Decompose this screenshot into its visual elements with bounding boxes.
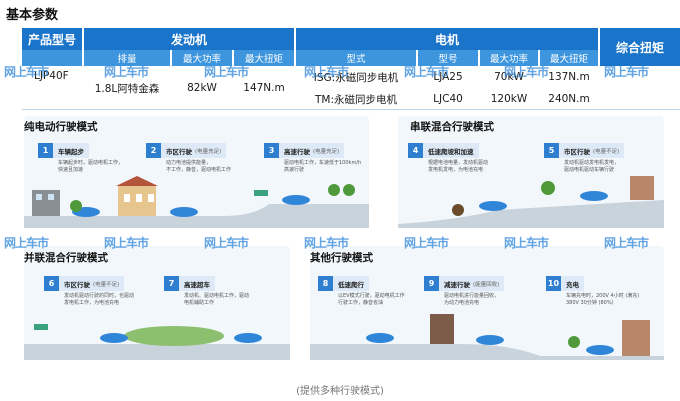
other-scene-illustration <box>310 314 664 360</box>
step-number: 6 <box>44 276 59 291</box>
subheader-motor-torque: 最大扭矩 <box>540 50 598 66</box>
watermark: 网上车市 <box>104 65 149 79</box>
motor-power-tm: 120kW <box>480 88 538 110</box>
step-label: 市区行驶(电量不足) <box>59 276 125 291</box>
watermark: 网上车市 <box>604 65 649 79</box>
step-label: 高速超车 <box>179 276 215 291</box>
other-mode-title: 其他行驶模式 <box>310 252 373 264</box>
watermark: 网上车市 <box>204 65 249 79</box>
combined-torque-value <box>600 66 680 110</box>
watermark: 网上车市 <box>304 65 349 79</box>
parallel-mode-title: 并联混合行驶模式 <box>24 252 108 264</box>
series-scene-illustration <box>398 176 664 228</box>
motor-torque-tm: 240N.m <box>540 88 598 110</box>
step-4-desc: 根据电池电量，发动机驱动发电机发电，为电池充电 <box>428 160 489 173</box>
step-6: 6 市区行驶(电量不足) <box>44 276 125 291</box>
ev-scene-illustration <box>24 176 369 228</box>
step-3: 3 高速行驶(电量充足) <box>264 143 345 158</box>
step-7-desc: 发动机、驱动电机工作，驱动电机辅助工作 <box>184 293 250 306</box>
step-8: 8 低速爬行 <box>318 276 369 291</box>
motor-type-isg: ISG:永磁同步电机 <box>296 66 416 88</box>
model-value: LJP40F <box>22 66 82 86</box>
step-label: 低速爬坡和加速 <box>423 143 479 158</box>
step-label: 高速行驶(电量充足) <box>279 143 345 158</box>
watermark: 网上车市 <box>4 236 49 250</box>
section-title: 基本参数 <box>6 8 59 23</box>
step-5-desc: 发动机驱动发电机发电，驱动电机驱动车辆行驶 <box>564 160 620 173</box>
step-9-desc: 驱动电机进行能量回收，为动力电池充电 <box>444 293 500 306</box>
subheader-motor-power: 最大功率 <box>480 50 538 66</box>
step-number: 7 <box>164 276 179 291</box>
engine-power-value: 82kW <box>172 66 232 110</box>
displacement-value: 1.8L阿特金森 <box>84 66 170 110</box>
step-10: 10 充电 <box>546 276 584 291</box>
subheader-engine-power: 最大功率 <box>172 50 232 66</box>
step-2-desc: 动力电池提供能量，不工作，静音，驱动电机工作 <box>166 160 232 173</box>
motor-torque-isg: 137N.m <box>540 66 598 88</box>
step-label: 市区行驶(电量不足) <box>559 143 625 158</box>
step-number: 10 <box>546 276 561 291</box>
watermark: 网上车市 <box>4 65 49 79</box>
step-label: 低速爬行 <box>333 276 369 291</box>
series-mode-title: 串联混合行驶模式 <box>410 121 494 133</box>
step-1: 1 车辆起步 <box>38 143 89 158</box>
motor-power-isg: 70kW <box>480 66 538 88</box>
subheader-engine-torque: 最大扭矩 <box>234 50 294 66</box>
step-4: 4 低速爬坡和加速 <box>408 143 479 158</box>
step-5: 5 市区行驶(电量不足) <box>544 143 625 158</box>
header-engine: 发动机 <box>84 28 294 50</box>
step-1-desc: 车辆起步时，驱动电机工作，快速且加速 <box>58 160 124 173</box>
engine-torque-value: 147N.m <box>234 66 294 110</box>
step-number: 3 <box>264 143 279 158</box>
parallel-scene-illustration <box>24 324 290 360</box>
step-number: 4 <box>408 143 423 158</box>
watermark: 网上车市 <box>504 65 549 79</box>
step-label: 充电 <box>561 276 584 291</box>
step-2: 2 市区行驶(电量充足) <box>146 143 227 158</box>
step-label: 市区行驶(电量充足) <box>161 143 227 158</box>
step-10-desc: 车辆充电时，200V 4小时 (满充)380V 30分钟 (80%) <box>566 293 640 306</box>
watermark: 网上车市 <box>204 236 249 250</box>
watermark: 网上车市 <box>404 65 449 79</box>
watermark: 网上车市 <box>104 236 149 250</box>
spec-table: 产品型号 发动机 电机 综合扭矩 排量 最大功率 最大扭矩 型式 型号 最大功率… <box>22 28 680 110</box>
header-combined-torque: 综合扭矩 <box>600 28 680 66</box>
subheader-motor-model: 型号 <box>418 50 478 66</box>
subheader-displacement: 排量 <box>84 50 170 66</box>
step-number: 5 <box>544 143 559 158</box>
caption: (提供多种行驶模式) <box>296 386 384 397</box>
step-label: 减速行驶(能量回收) <box>439 276 505 291</box>
watermark: 网上车市 <box>604 236 649 250</box>
table-bottom-border <box>22 109 680 110</box>
motor-type-tm: TM:永磁同步电机 <box>296 88 416 110</box>
subheader-motor-type: 型式 <box>296 50 416 66</box>
watermark: 网上车市 <box>304 236 349 250</box>
motor-model-tm: LJC40 <box>418 88 478 110</box>
motor-model-isg: LJA25 <box>418 66 478 88</box>
step-number: 8 <box>318 276 333 291</box>
subheader-blank <box>22 50 82 66</box>
step-9: 9 减速行驶(能量回收) <box>424 276 505 291</box>
watermark: 网上车市 <box>404 236 449 250</box>
ev-mode-title: 纯电动行驶模式 <box>24 121 98 133</box>
step-number: 9 <box>424 276 439 291</box>
step-7: 7 高速超车 <box>164 276 215 291</box>
header-motor: 电机 <box>296 28 598 50</box>
step-8-desc: 以EV模式行驶，驱动电机工作行驶工作，静音省油 <box>338 293 405 306</box>
step-6-desc: 发动机驱动行驶的同时，也驱动发电机工作，为电池充电 <box>64 293 135 306</box>
step-label: 车辆起步 <box>53 143 89 158</box>
header-model: 产品型号 <box>22 28 82 50</box>
watermark: 网上车市 <box>504 236 549 250</box>
step-number: 1 <box>38 143 53 158</box>
step-number: 2 <box>146 143 161 158</box>
